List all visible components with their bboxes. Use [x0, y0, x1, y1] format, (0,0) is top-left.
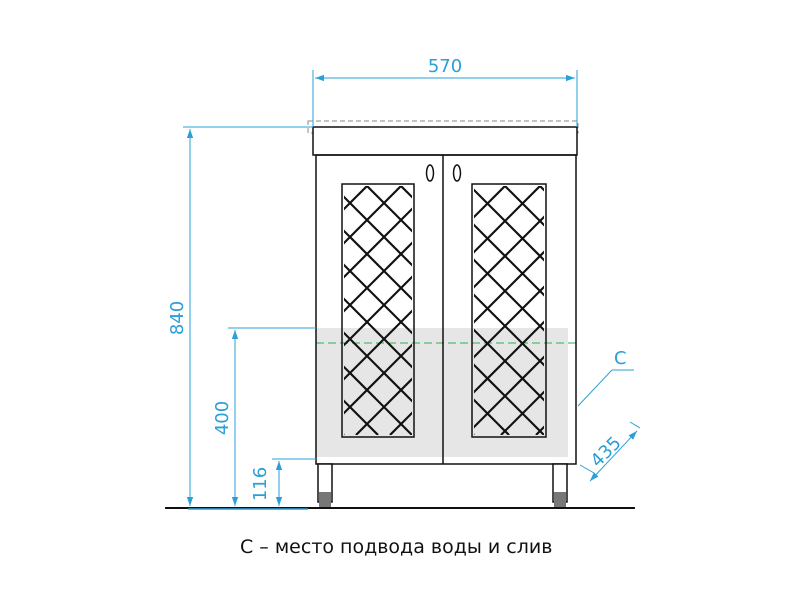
lattice-bar	[605, 186, 800, 435]
service-zone-area	[316, 328, 568, 457]
lattice-bar	[84, 186, 333, 435]
lattice-bar	[715, 186, 800, 435]
cabinet-top	[312, 126, 578, 156]
lattice-bar	[474, 186, 541, 254]
lattice-bar	[0, 186, 95, 435]
leg-height-dimension-label: 116	[250, 467, 271, 501]
connection-marker-label: C	[614, 348, 627, 369]
right-door-lattice-panel	[0, 183, 800, 438]
depth-dimension-label: 435	[587, 433, 626, 472]
lattice-bar	[474, 355, 544, 429]
lattice-bar	[474, 258, 544, 332]
lattice-bar	[539, 186, 544, 192]
left-door-lattice-panel	[0, 183, 800, 438]
lattice-bar	[474, 328, 544, 402]
lattice-bar	[680, 186, 800, 435]
connection-marker: C	[577, 348, 634, 407]
lattice-bar	[11, 186, 260, 435]
width-dimension: 570	[312, 56, 578, 127]
lattice-bar	[16, 186, 265, 435]
depth-dimension: 435	[579, 421, 641, 482]
lattice-bar	[474, 250, 544, 324]
right-leg-foot	[554, 492, 566, 507]
lattice-bar	[344, 343, 412, 415]
lattice-bar	[500, 390, 544, 435]
lattice-bar	[537, 186, 786, 435]
lattice-bar	[571, 186, 800, 435]
lattice-bar	[750, 186, 800, 435]
height-dimension-label: 840	[167, 301, 188, 335]
lattice-bar	[344, 263, 412, 335]
lattice-bar	[344, 365, 412, 435]
lattice-bar	[81, 186, 330, 435]
lattice-bar	[575, 186, 800, 435]
lattice-bar	[0, 186, 163, 435]
lattice-bar	[0, 186, 231, 435]
lattice-bar	[344, 207, 412, 279]
service-zone-dimension: 400	[212, 327, 316, 506]
lattice-bar	[344, 195, 412, 267]
lattice-bar	[366, 186, 412, 233]
lattice-bar	[344, 331, 412, 403]
lattice-bar	[474, 363, 544, 435]
lattice-bar	[474, 293, 544, 367]
lattice-bar	[645, 186, 800, 435]
leg-height-dimension: 116	[250, 458, 316, 506]
lattice-bar	[535, 425, 544, 435]
lattice-bar	[785, 186, 800, 435]
lattice-bar	[344, 186, 402, 245]
lattice-bar	[474, 215, 544, 289]
lattice-bar	[344, 275, 412, 347]
legend-caption: С – место подвода воды и слив	[240, 536, 552, 558]
height-dimension: 840	[167, 126, 313, 506]
width-dimension-label: 570	[428, 56, 462, 77]
lattice-bar	[474, 285, 544, 359]
lattice-bar	[0, 186, 129, 435]
left-door-handle	[425, 164, 435, 182]
lattice-bar	[0, 186, 225, 435]
cabinet-body	[315, 154, 577, 465]
service-zone-dimension-label: 400	[212, 401, 233, 435]
lattice-bar	[344, 241, 412, 313]
lattice-bar	[474, 223, 544, 297]
lattice-bar	[639, 186, 800, 435]
lattice-bar	[474, 188, 544, 262]
lattice-bar	[344, 297, 412, 369]
right-door-handle	[452, 164, 462, 182]
lattice-bar	[344, 433, 345, 435]
lattice-bar	[610, 186, 800, 435]
left-leg-foot	[319, 492, 331, 507]
lattice-bar	[355, 377, 412, 435]
